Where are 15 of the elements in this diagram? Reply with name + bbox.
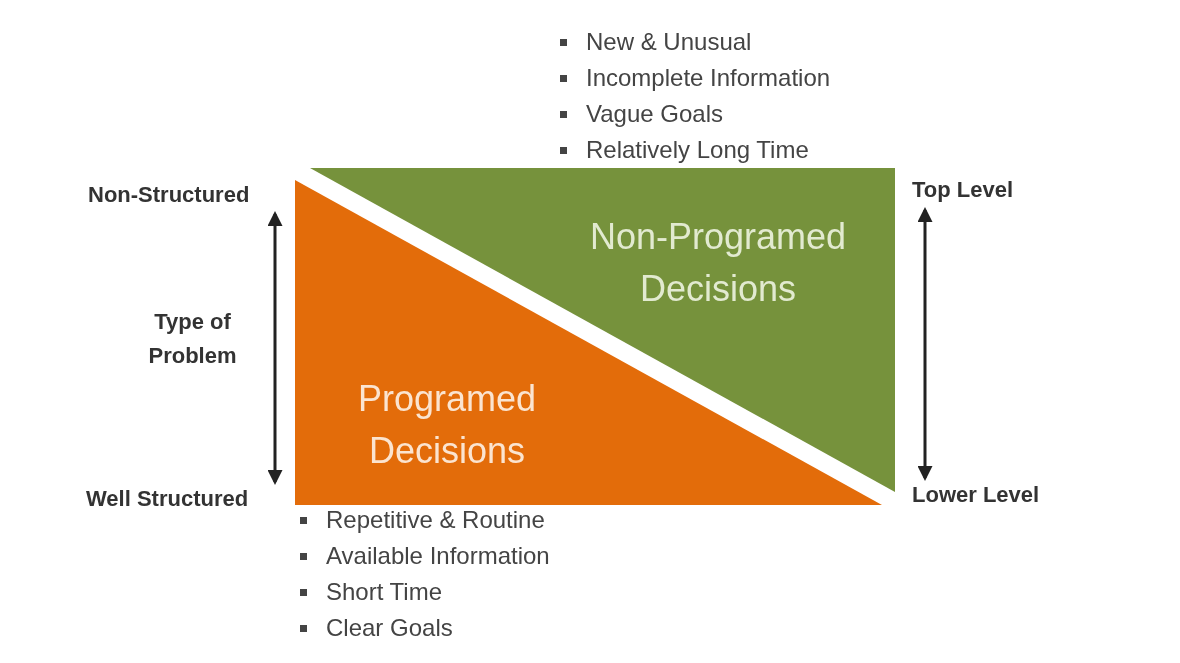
bullet-item: Repetitive & Routine	[296, 502, 550, 538]
bullet-item: New & Unusual	[556, 24, 831, 60]
side-label: Non-Structured	[88, 182, 251, 208]
side-label: Type of Problem	[147, 308, 238, 370]
bullet-item: Vague Goals	[556, 96, 831, 132]
bullet-item: Available Information	[296, 538, 550, 574]
bullet-item: Short Time	[296, 574, 550, 610]
bullet-item: Incomplete Information	[556, 60, 831, 96]
bullet-item: Clear Goals	[296, 610, 550, 646]
node-title: Programed Decisions	[356, 377, 538, 473]
side-label: Well Structured	[86, 486, 250, 512]
side-label: Lower Level	[912, 482, 1041, 508]
side-label: Top Level	[912, 177, 1015, 203]
node-title: Non-Programed Decisions	[588, 215, 848, 311]
bullet-item: Relatively Long Time	[556, 132, 831, 168]
